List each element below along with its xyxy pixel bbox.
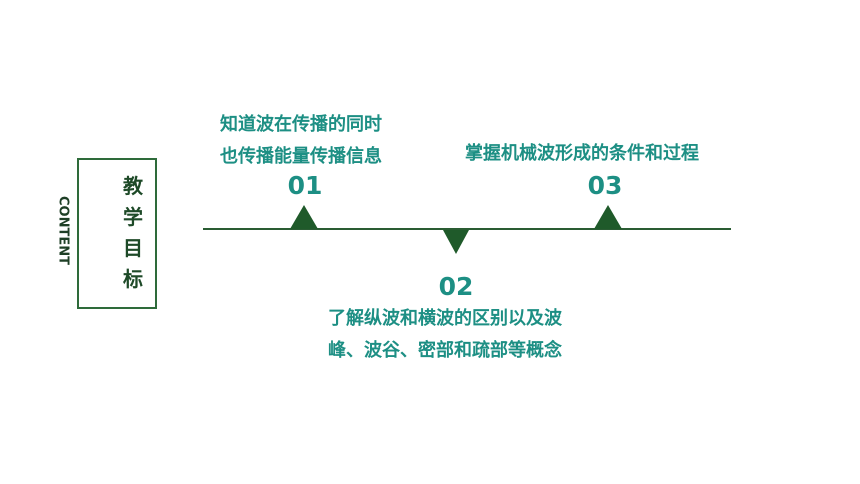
item-number-02: 02 bbox=[438, 272, 474, 301]
content-label-frame bbox=[77, 158, 157, 309]
item-number-03: 03 bbox=[587, 171, 623, 200]
timeline-marker-01 bbox=[290, 205, 318, 229]
content-label-char: 标 bbox=[123, 267, 143, 291]
item-number-01: 01 bbox=[287, 171, 323, 200]
timeline-marker-03 bbox=[594, 205, 622, 229]
timeline-line bbox=[203, 228, 731, 230]
content-label-char: 目 bbox=[123, 236, 143, 260]
item-text-03-line-1: 掌握机械波形成的条件和过程 bbox=[465, 143, 699, 164]
timeline-marker-02 bbox=[443, 230, 469, 254]
item-text-01-line-2: 也传播能量传播信息 bbox=[220, 146, 382, 167]
item-text-02-line-2: 峰、波谷、密部和疏部等概念 bbox=[328, 340, 562, 361]
item-text-02-line-1: 了解纵波和横波的区别以及波 bbox=[328, 308, 562, 329]
item-text-01-line-1: 知道波在传播的同时 bbox=[220, 114, 382, 135]
content-label-char: 学 bbox=[123, 205, 143, 229]
content-label-english: CONTENT bbox=[55, 196, 71, 265]
content-label-char: 教 bbox=[123, 174, 143, 198]
content-label-chinese: 教 学 目 标 bbox=[116, 171, 150, 295]
